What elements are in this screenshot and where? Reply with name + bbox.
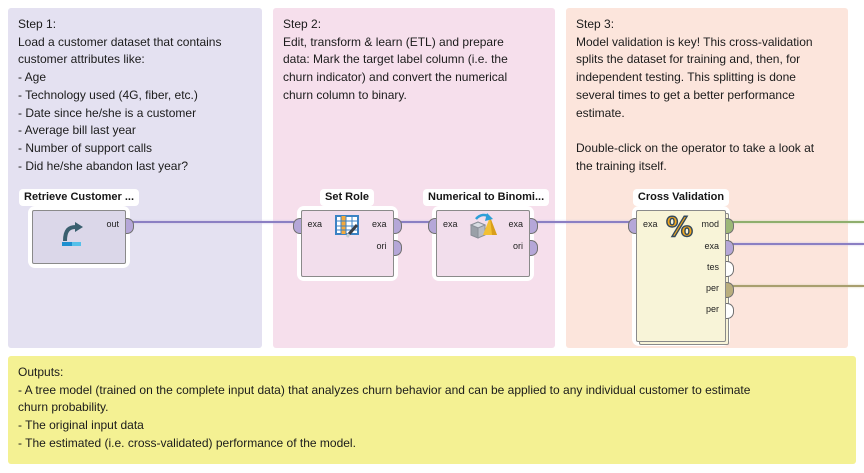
annotation-step-2[interactable]: Step 2: Edit, transform & learn (ETL) an…	[273, 8, 555, 348]
port-label-per-out: per	[705, 283, 719, 293]
operator-set-role[interactable]: Set Role exa exa ori	[287, 187, 407, 286]
port-exa-in[interactable]	[628, 218, 636, 234]
port-label-exa-in: exa	[307, 219, 323, 229]
port-label-exa-in: exa	[443, 219, 458, 229]
port-per2-out[interactable]	[726, 303, 734, 319]
port-label-ori-out: ori	[512, 241, 523, 251]
wire-retrieve-to-setrole[interactable]	[127, 221, 297, 223]
port-label-exa-out: exa	[508, 219, 523, 229]
port-exa-out[interactable]	[530, 218, 538, 234]
port-label-tes-out: tes	[706, 262, 719, 272]
port-out[interactable]	[126, 218, 134, 234]
operator-label: Cross Validation	[632, 189, 730, 206]
wire-performance-output[interactable]	[727, 285, 864, 287]
annotation-step-1[interactable]: Step 1: Load a customer dataset that con…	[8, 8, 262, 348]
port-exa-in[interactable]	[428, 218, 436, 234]
wire-model-output[interactable]	[727, 221, 864, 223]
operator-label: Set Role	[319, 189, 374, 206]
wire-numerical-to-crossvalidation[interactable]	[531, 221, 637, 223]
table-edit-icon	[334, 215, 359, 238]
port-mod-out[interactable]	[726, 218, 734, 234]
port-exa-in[interactable]	[292, 218, 301, 234]
port-tes-out[interactable]	[726, 261, 734, 277]
port-label-exa-in: exa	[643, 219, 658, 229]
port-label-out: out	[106, 219, 119, 229]
operator-label: Numerical to Binomi...	[423, 189, 550, 206]
operator-body-wrap: exa exa ori	[292, 206, 402, 281]
port-label-mod-out: mod	[701, 219, 719, 229]
port-exa-out[interactable]	[726, 240, 734, 256]
operator-label: Retrieve Customer ...	[19, 189, 140, 206]
port-exa-out[interactable]	[393, 218, 402, 234]
port-label-ori-out: ori	[376, 241, 387, 251]
port-per-out[interactable]	[726, 282, 734, 298]
percent-icon: %	[665, 212, 694, 243]
port-ori-out[interactable]	[393, 240, 402, 256]
wire-example-output[interactable]	[727, 243, 864, 245]
operator-body-wrap: out	[28, 206, 134, 268]
annotation-outputs[interactable]: Outputs: - A tree model (trained on the …	[8, 356, 856, 464]
cube-to-pyramid-icon	[469, 213, 497, 239]
port-label-per2-out: per	[705, 304, 719, 314]
port-ori-out[interactable]	[530, 240, 538, 256]
operator-numerical-to-binominal[interactable]: Numerical to Binomi... exa exa ori	[423, 187, 550, 286]
operator-retrieve-customer[interactable]: Retrieve Customer ... out	[19, 187, 140, 273]
operator-body-wrap: % exa mod exa tes per per	[628, 206, 734, 346]
retrieve-arrow-icon	[62, 222, 83, 246]
wire-setrole-to-numerical[interactable]	[395, 221, 437, 223]
port-label-exa-out: exa	[371, 219, 387, 229]
operator-body-wrap: exa exa ori	[428, 206, 538, 281]
operator-cross-validation[interactable]: Cross Validation % exa mod exa tes per p…	[621, 187, 741, 351]
port-label-exa-out: exa	[704, 241, 719, 251]
